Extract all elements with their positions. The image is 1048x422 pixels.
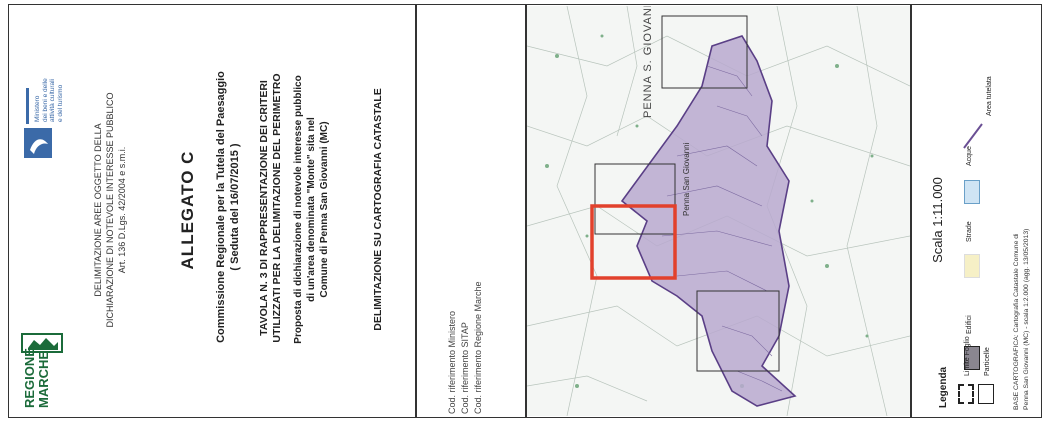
foglio-box-1 — [661, 15, 748, 89]
delimitazione-line-3: Art. 136 D.Lgs. 42/2004 e s.m.i. — [117, 146, 127, 274]
ministero-text: Ministero dei beni e delle attività cult… — [34, 78, 64, 122]
column-divider-1 — [415, 4, 417, 418]
proposta-line-1: Proposta di dichiarazione di notevole in… — [293, 75, 304, 344]
built-up-texture — [661, 65, 783, 392]
regione-logo-text-1: REGIONE — [22, 348, 37, 408]
column-divider-3 — [910, 4, 912, 418]
delimitazione-line-2: DICHIARAZIONE DI NOTEVOLE INTERESSE PUBB… — [105, 92, 115, 328]
cod-ministero: Cod. riferimento Ministero — [447, 310, 457, 414]
legenda-title: Legenda — [938, 366, 949, 408]
delimitazione-header: DELIMITAZIONE AREE OGGETTO DELLA DICHIAR… — [92, 80, 128, 340]
ministero-line-2: dei beni e delle — [41, 78, 49, 122]
swatch-limite-foglio — [958, 384, 974, 404]
cod-block: Cod. riferimento Ministero Cod. riferime… — [446, 244, 485, 414]
cod-sitap: Cod. riferimento SITAP — [460, 322, 470, 414]
scala-label: Scala 1:11.000 — [930, 177, 945, 263]
vegetation-marks — [545, 34, 874, 388]
column-divider-2 — [525, 4, 527, 418]
cadastral-map: Penna San Giovanni PENNA S. GIOVANNI — [527, 6, 910, 416]
map-label-penna: PENNA S. GIOVANNI — [642, 6, 654, 118]
delimitazione-catastale: DELIMITAZIONE SU CARTOGRAFIA CATASTALE — [372, 88, 384, 331]
swatch-acque — [964, 180, 980, 204]
proposta-line-2: di un'area denominata "Monte" sita nel — [306, 117, 317, 302]
tavola-line-1: TAVOLA N. 3 DI RAPPRESENTAZIONE DEI CRIT… — [258, 80, 270, 336]
ministero-logo — [20, 84, 80, 164]
cod-regione: Cod. riferimento Regione Marche — [473, 281, 483, 414]
ministero-line-4: e del turismo — [56, 84, 64, 122]
swatch-strade — [964, 254, 980, 278]
commissione-block: Commissione Regionale per la Tutela del … — [214, 42, 242, 372]
commissione-line-1: Commissione Regionale per la Tutela del … — [215, 71, 227, 343]
delimitazione-line-1: DELIMITAZIONE AREE OGGETTO DELLA — [93, 123, 103, 297]
swatch-edifici — [964, 346, 980, 370]
highlight-box — [590, 204, 677, 280]
regione-logo-text-2: MARCHE — [36, 351, 51, 408]
base-cartografica: BASE CARTOGRAFICA: Cartografia Catastale… — [1012, 10, 1032, 410]
map-label-center: Penna San Giovanni — [682, 142, 691, 216]
proposta-block: Proposta di dichiarazione di notevole in… — [292, 7, 331, 412]
ministero-line-1: Ministero — [34, 95, 41, 122]
proposta-line-3: Comune di Penna San Giovanni (MC) — [319, 121, 330, 298]
legend-limite-foglio: Limite Foglio — [964, 336, 971, 376]
swatch-area-tutelata — [963, 123, 983, 149]
tavola-line-2: UTILIZZATI PER LA DELIMITAZIONE DEL PERI… — [271, 73, 283, 343]
foglio-box-2 — [594, 163, 676, 235]
legend-particelle: Particelle — [984, 347, 991, 376]
regione-marche-logo: REGIONE MARCHE — [20, 332, 66, 410]
base-line-1: BASE CARTOGRAFICA: Cartografia Catastale… — [1013, 233, 1020, 410]
legend-strade: Strade — [966, 221, 973, 242]
allegato-title: ALLEGATO C — [178, 150, 197, 270]
commissione-line-2: ( Seduta del 16/07/2015 ) — [229, 143, 241, 271]
legend-area-tutelata: Area tutelata — [986, 76, 993, 116]
base-line-2: Penna San Giovanni (MC) - scala 1:2.000 … — [1023, 228, 1030, 410]
swatch-particelle — [978, 384, 994, 404]
tavola-block: TAVOLA N. 3 DI RAPPRESENTAZIONE DEI CRIT… — [258, 8, 284, 408]
ministero-line-3: attività culturali — [49, 79, 56, 122]
foglio-box-3 — [696, 290, 780, 372]
